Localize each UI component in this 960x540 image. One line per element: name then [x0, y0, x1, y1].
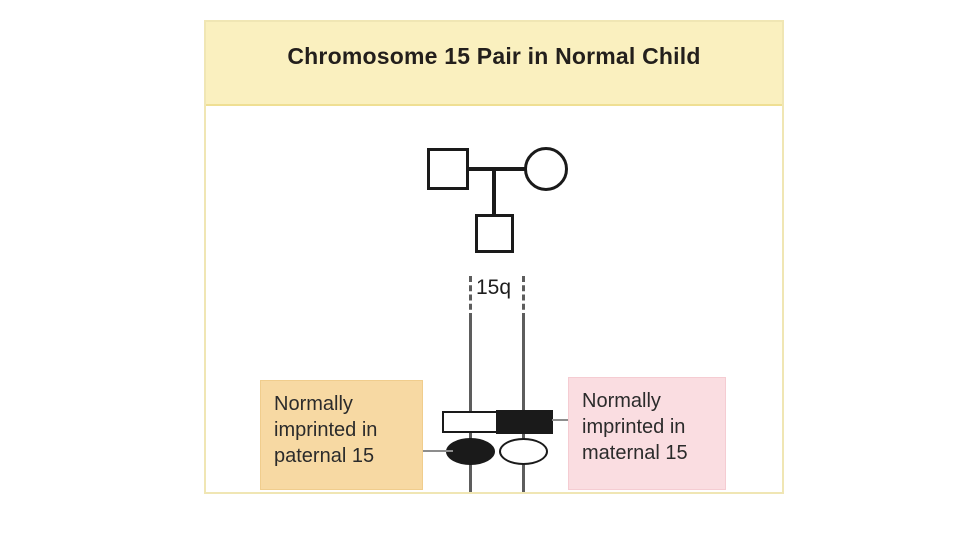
page-title: Chromosome 15 Pair in Normal Child — [287, 43, 701, 69]
pedigree-father-square — [427, 148, 469, 190]
callout-paternal-imprint: Normally imprinted in paternal 15 — [260, 380, 423, 490]
figure-frame: Chromosome 15 Pair in Normal Child 15q N… — [204, 20, 784, 494]
paternal-rectangle-band-open — [442, 411, 499, 433]
pedigree-child-square — [475, 214, 514, 253]
paternal-chromosome-line — [469, 319, 472, 492]
title-band: Chromosome 15 Pair in Normal Child — [206, 22, 782, 106]
maternal-chromosome-line — [522, 319, 525, 492]
callout-paternal-line-2: imprinted in — [274, 419, 378, 441]
pedigree-descent-line — [492, 167, 496, 214]
pedigree-mating-line — [468, 167, 526, 171]
diagram-canvas: 15q Normally imprinted in paternal 15 No… — [206, 106, 782, 492]
paternal-chromosome-dashed-line — [469, 276, 472, 319]
callout-maternal-imprint: Normally imprinted in maternal 15 — [568, 377, 726, 490]
callout-paternal-line-1: Normally — [274, 393, 353, 415]
callout-maternal-line-2: imprinted in — [582, 416, 686, 438]
callout-maternal-line-3: maternal 15 — [582, 442, 688, 464]
region-label-15q: 15q — [476, 276, 512, 299]
pedigree-mother-circle — [524, 147, 568, 191]
maternal-ellipse-band-open — [499, 438, 548, 465]
maternal-rectangle-band-filled — [496, 410, 553, 434]
callout-paternal-line-3: paternal 15 — [274, 445, 375, 467]
paternal-leader-line — [421, 450, 453, 452]
callout-maternal-line-1: Normally — [582, 390, 661, 412]
maternal-chromosome-dashed-line — [522, 276, 525, 319]
paternal-ellipse-band-filled — [446, 438, 495, 465]
